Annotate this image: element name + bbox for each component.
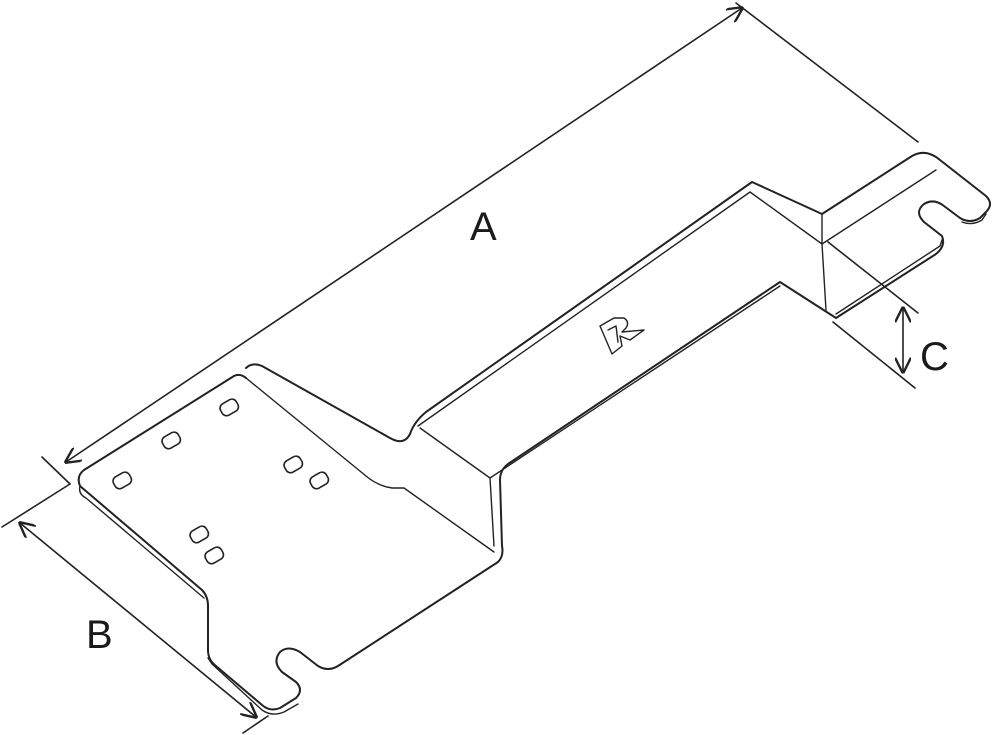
dimension-b-label: B [86, 613, 113, 657]
dimension-b-extension-top [41, 456, 71, 485]
dimension-a-extension-line [735, 2, 919, 143]
hole-3 [112, 471, 133, 490]
dimension-c-extension-bottom [832, 321, 916, 389]
plate-bend-line [245, 377, 495, 553]
dimension-c: C [827, 241, 949, 389]
hole-5 [309, 471, 330, 490]
right-slot-thickness-edge [835, 239, 943, 315]
hole-6 [189, 525, 210, 544]
riser-inner-edge [821, 243, 827, 311]
dimension-b-arrow [20, 523, 256, 717]
hole-1 [219, 398, 240, 417]
mounting-holes [112, 398, 330, 565]
hole-7 [204, 546, 225, 565]
left-plate-outline [77, 151, 991, 711]
dimension-c-extension-top [827, 241, 919, 314]
bend-line-left [419, 427, 495, 547]
dimension-c-label: C [920, 335, 949, 379]
hole-4 [283, 455, 304, 474]
dimension-b-extension-bottom [242, 715, 269, 734]
dimension-b-extension-top-2 [1, 483, 71, 528]
dimension-a: A [66, 2, 919, 462]
left-plate-thickness-edge [78, 485, 205, 599]
raised-section-front-edge [417, 191, 823, 427]
dimension-a-arrow [66, 8, 742, 462]
dimension-a-label: A [470, 205, 497, 249]
bottom-slot-thickness-edge [207, 657, 299, 715]
dimension-b: B [1, 456, 269, 734]
raised-section-back-edge [489, 285, 781, 479]
brand-logo-icon [599, 317, 645, 355]
right-tab-thickness-edge [961, 213, 987, 225]
hole-2 [161, 431, 182, 450]
rear-tab-edge [821, 169, 937, 245]
bracket-body [77, 151, 991, 715]
